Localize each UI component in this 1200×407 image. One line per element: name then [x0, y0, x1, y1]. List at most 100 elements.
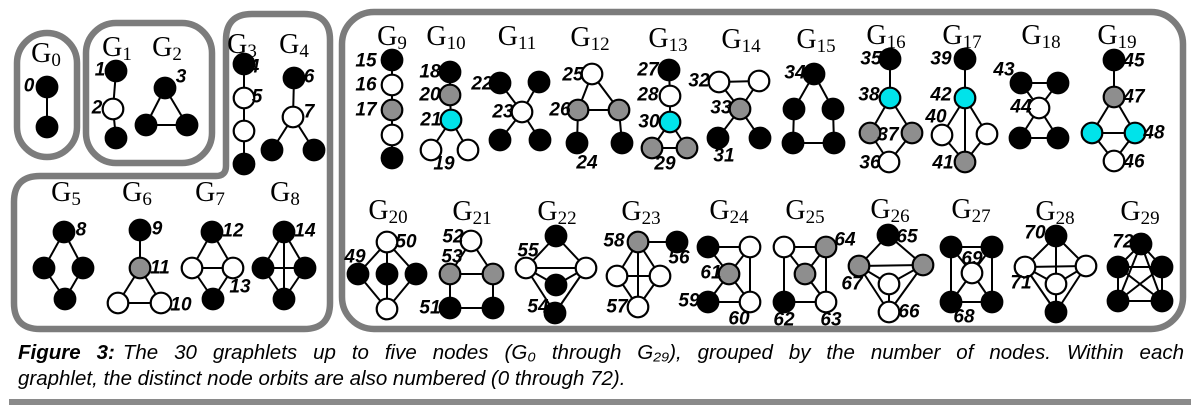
G16-node-0: [878, 47, 902, 71]
G24-node-4: [738, 290, 762, 314]
caption-line-1: Figure 3:The 30 graphlets up to five nod…: [18, 340, 1184, 366]
G19-node-4: [1102, 149, 1126, 173]
G15-node-1: [782, 97, 806, 121]
G24-node-3: [696, 290, 720, 314]
graphlet-title-G9: G9: [377, 21, 407, 54]
G29-node-1: [1106, 255, 1130, 279]
G26-node-3: [877, 272, 901, 296]
G11-node-0: [488, 71, 512, 95]
G13-node-0: [657, 58, 681, 82]
G6-node-3: [149, 291, 173, 315]
orbit-label-23: 23: [491, 102, 514, 123]
G10-node-0: [438, 60, 462, 84]
G14-node-2: [728, 97, 752, 121]
G24-node-1: [738, 235, 762, 259]
G8-node-1: [251, 256, 275, 280]
G27-node-3: [939, 290, 963, 314]
graphlet-title-G8: G8: [270, 177, 300, 210]
orbit-label-38: 38: [858, 85, 880, 106]
G18-node-3: [1008, 126, 1032, 150]
group-box-5-nodes: [338, 8, 1187, 333]
graphlet-G0: 0G0: [24, 38, 61, 139]
figure-caption: Figure 3:The 30 graphlets up to five nod…: [18, 340, 1184, 392]
G16-node-4: [877, 150, 901, 174]
G5-node-0: [52, 220, 76, 244]
bottom-rule: [9, 399, 1191, 405]
orbit-label-16: 16: [355, 75, 377, 96]
G2-node-2: [175, 113, 199, 137]
orbit-label-19: 19: [433, 154, 455, 175]
G28-node-0: [1044, 224, 1068, 248]
G7-node-2: [221, 256, 245, 280]
graphlet-title-G26: G26: [870, 194, 909, 227]
G5-node-2: [71, 256, 95, 280]
orbit-label-17: 17: [355, 100, 378, 121]
caption-figure-label: Figure 3:: [18, 341, 115, 364]
G11-node-2: [510, 100, 534, 124]
orbit-label-42: 42: [929, 85, 952, 106]
G19-node-2: [1080, 121, 1104, 145]
G19-node-0: [1102, 48, 1126, 72]
graphlet-title-G19: G19: [1097, 20, 1136, 53]
graphlet-title-G15: G15: [796, 24, 835, 57]
G26-node-2: [911, 253, 935, 277]
G3-node-0: [232, 52, 256, 76]
group-box-3-nodes: [82, 19, 216, 167]
G11-node-3: [488, 128, 512, 152]
G21-node-1: [438, 262, 462, 286]
G9-node-2: [380, 98, 404, 122]
orbit-label-39: 39: [930, 49, 952, 70]
G10-node-3: [419, 138, 443, 162]
graphlet-title-G28: G28: [1035, 196, 1074, 229]
G9-node-4: [380, 146, 404, 170]
G3-node-3: [232, 152, 256, 176]
G20-node-0: [375, 230, 399, 254]
G7-node-0: [200, 220, 224, 244]
orbit-label-25: 25: [561, 65, 584, 86]
G1-node-0: [104, 59, 128, 83]
G9-node-0: [380, 48, 404, 72]
orbit-label-21: 21: [419, 110, 441, 131]
G12-node-1: [566, 98, 590, 122]
orbit-label-46: 46: [1122, 152, 1145, 173]
G8-node-0: [272, 220, 296, 244]
G12-node-3: [565, 131, 589, 155]
G29-node-2: [1150, 255, 1174, 279]
orbit-label-72: 72: [1112, 232, 1134, 253]
G22-node-0: [544, 224, 568, 248]
G21-node-3: [438, 296, 462, 320]
orbit-label-36: 36: [859, 153, 881, 174]
G12-node-4: [610, 131, 634, 155]
orbit-label-2: 2: [91, 98, 103, 119]
G15-node-2: [821, 97, 845, 121]
G1-node-2: [104, 126, 128, 150]
G20-node-2: [375, 262, 399, 286]
orbit-label-62: 62: [773, 310, 795, 331]
G17-node-0: [953, 47, 977, 71]
graphlet-G5: 8G5: [32, 177, 95, 311]
G12-node-2: [607, 98, 631, 122]
orbit-label-70: 70: [1024, 223, 1046, 244]
G8-node-2: [293, 256, 317, 280]
graphlet-title-G21: G21: [452, 196, 491, 229]
graphlet-title-G4: G4: [279, 29, 309, 62]
G25-node-1: [814, 235, 838, 259]
orbit-label-71: 71: [1010, 273, 1031, 294]
G18-node-4: [1046, 126, 1070, 150]
orbit-label-48: 48: [1142, 123, 1165, 144]
group-box-2-nodes: [13, 29, 81, 161]
orbit-label-33: 33: [710, 98, 732, 119]
G28-node-4: [1044, 300, 1068, 324]
G14-node-0: [707, 70, 731, 94]
